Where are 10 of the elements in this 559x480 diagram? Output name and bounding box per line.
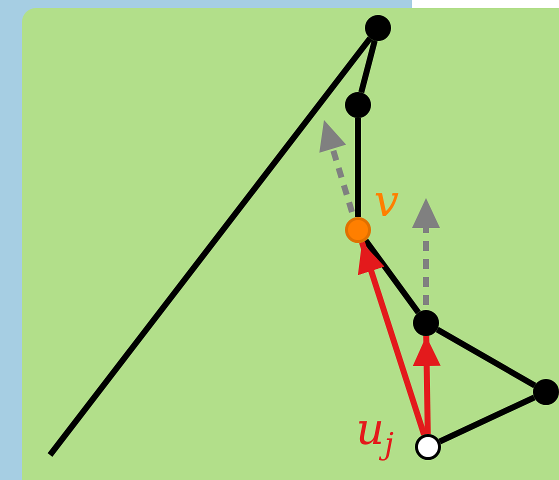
edge-line bbox=[363, 238, 421, 314]
edge-line bbox=[358, 40, 378, 94]
edge-line bbox=[48, 36, 372, 457]
edge-line bbox=[438, 394, 536, 444]
vertex-label: u$_{j}$ bbox=[356, 408, 394, 460]
arrow bbox=[412, 336, 441, 434]
edge-line bbox=[436, 326, 536, 388]
edge-line bbox=[355, 118, 361, 217]
vertex-label: v bbox=[374, 180, 399, 224]
arrow bbox=[358, 241, 427, 436]
